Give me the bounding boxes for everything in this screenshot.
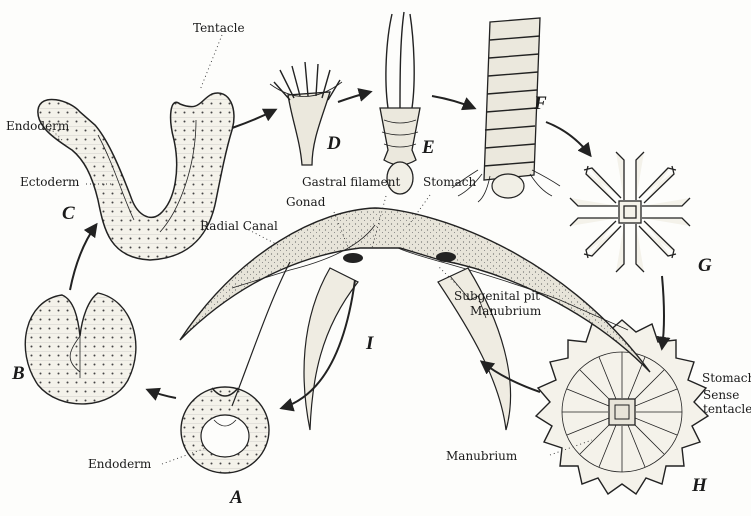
label-stomach-right: Stomach [702,372,751,384]
stage-label-g: G [698,256,712,275]
label-manubrium-bottom: Manubrium [446,450,517,462]
stage-label-d: D [327,134,341,153]
label-radial-canal: Radial Canal [200,220,278,232]
stage-e-strobila [380,12,420,194]
label-ectoderm: Ectoderm [20,176,79,188]
arrow-b-to-c [70,225,96,290]
stage-a-gastrula [181,387,269,473]
label-tentacle: Tentacle [193,22,245,34]
stage-label-e: E [422,138,435,157]
arrow-a-to-b [148,390,176,398]
label-subgenital-pit: Subgenital pit [454,290,540,302]
stage-label-c: C [62,204,75,223]
stage-label-i: I [366,334,373,353]
label-gastral-filament: Gastral filament [302,176,400,188]
stage-label-a: A [230,488,243,507]
arrow-d-to-e [338,92,370,102]
label-manubrium-right: Manubrium [470,305,541,317]
stage-g-ephyra [570,152,690,272]
arrow-e-to-f [432,96,474,108]
label-endoderm-top: Endoderm [6,120,69,132]
stage-label-f: F [534,94,547,113]
label-endoderm-bottom: Endoderm [88,458,151,470]
arrow-c-to-d [232,110,275,128]
stage-label-b: B [12,364,25,383]
arrow-g-to-h [662,276,664,348]
arrow-f-to-g [546,122,590,155]
stage-label-h: H [692,476,707,495]
label-stomach-center: Stomach [423,176,476,188]
label-sense-tentacle: Sense tentacle [703,388,751,417]
label-gonad: Gonad [286,196,325,208]
stage-b-embryo [25,293,136,404]
